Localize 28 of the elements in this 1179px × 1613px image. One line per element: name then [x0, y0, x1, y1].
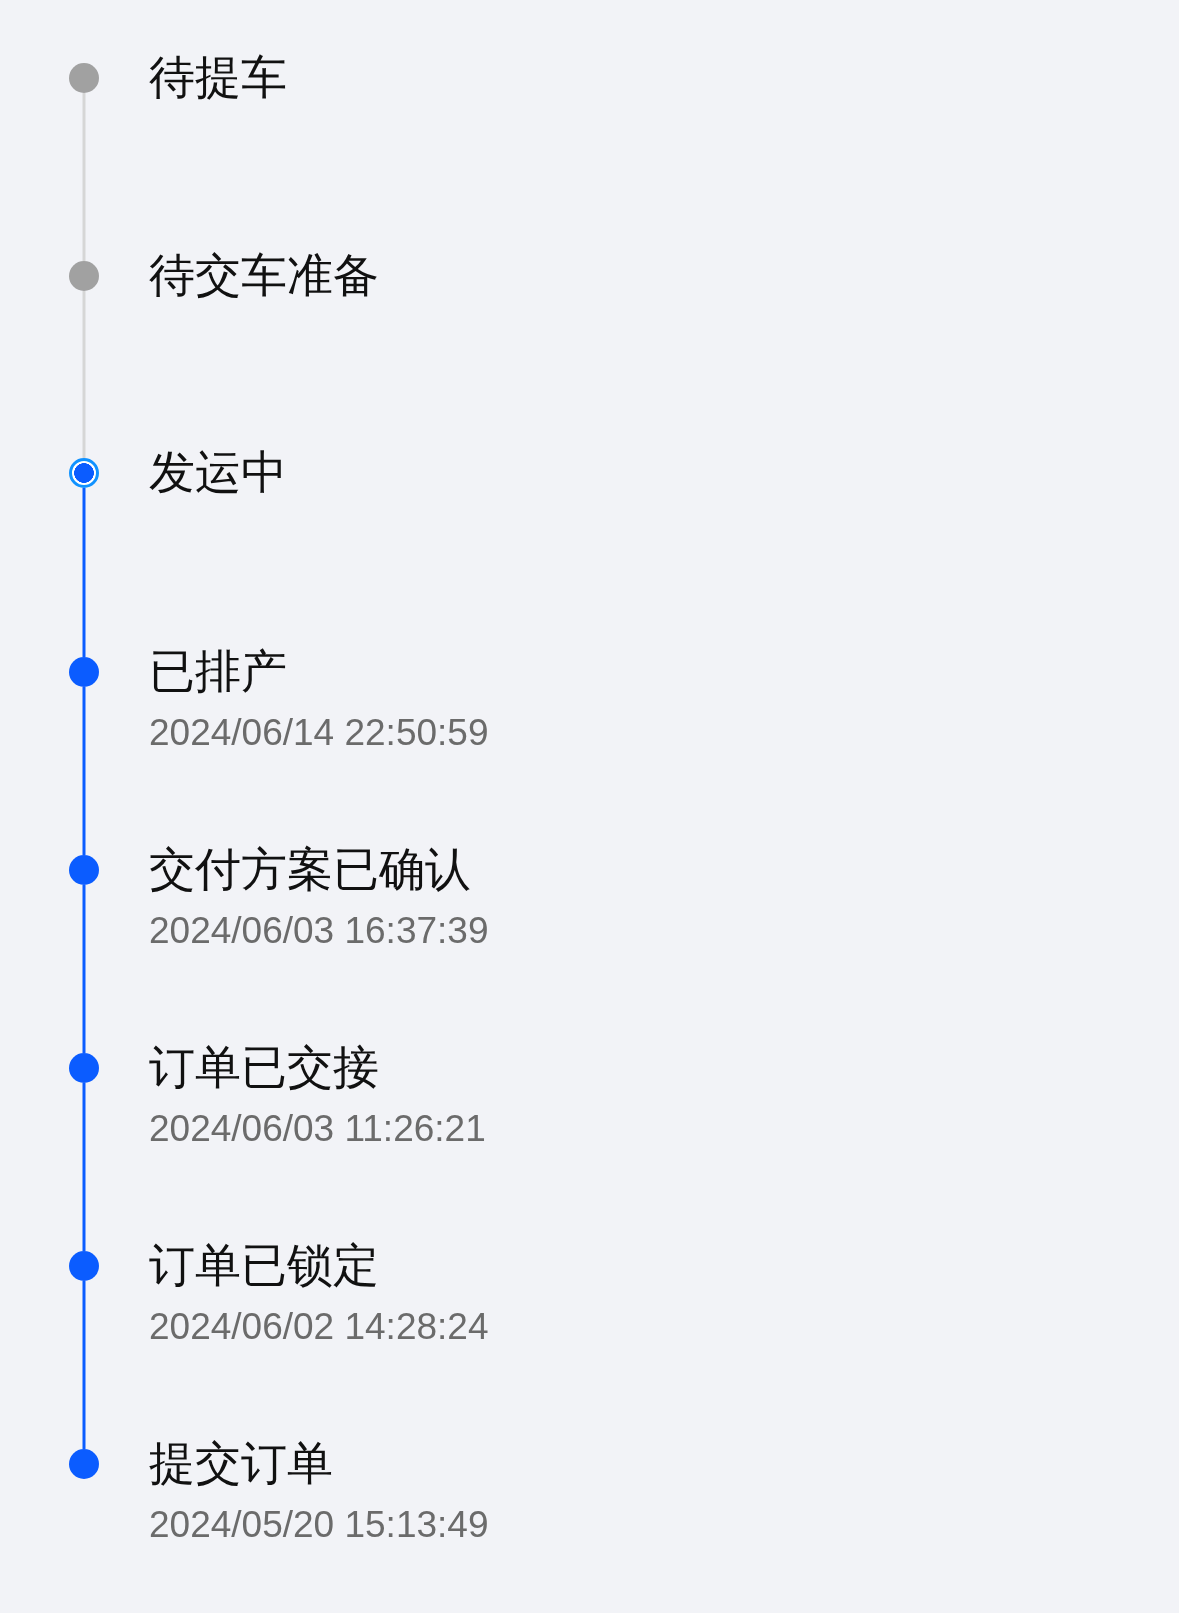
timeline-dot [69, 855, 99, 885]
timeline-dot [69, 261, 99, 291]
timeline-dot [69, 1251, 99, 1281]
step-title: 已排产 [149, 644, 287, 699]
timeline-line [82, 488, 86, 657]
step-timestamp: 2024/06/02 14:28:24 [149, 1305, 489, 1349]
timeline-line [82, 291, 86, 458]
timeline-line [82, 885, 86, 1053]
step-title: 发运中 [149, 445, 287, 500]
step-timestamp: 2024/06/14 22:50:59 [149, 711, 489, 755]
timeline-dot [69, 657, 99, 687]
timeline-dot [69, 1053, 99, 1083]
timeline-line [82, 1083, 86, 1251]
step-title: 订单已交接 [149, 1040, 379, 1095]
step-title: 待交车准备 [149, 248, 379, 303]
step-title: 订单已锁定 [149, 1238, 379, 1293]
timeline-line [82, 1281, 86, 1449]
timeline-dot [69, 63, 99, 93]
timeline-line [82, 687, 86, 855]
ring-dot [69, 458, 99, 488]
step-title: 待提车 [149, 50, 287, 105]
step-timestamp: 2024/06/03 16:37:39 [149, 909, 489, 953]
step-timestamp: 2024/05/20 15:13:49 [149, 1503, 489, 1547]
step-title: 交付方案已确认 [149, 842, 471, 897]
step-title: 提交订单 [149, 1436, 333, 1491]
timeline-line [82, 93, 86, 261]
timeline-dot [69, 1449, 99, 1479]
step-timestamp: 2024/06/03 11:26:21 [149, 1107, 486, 1151]
